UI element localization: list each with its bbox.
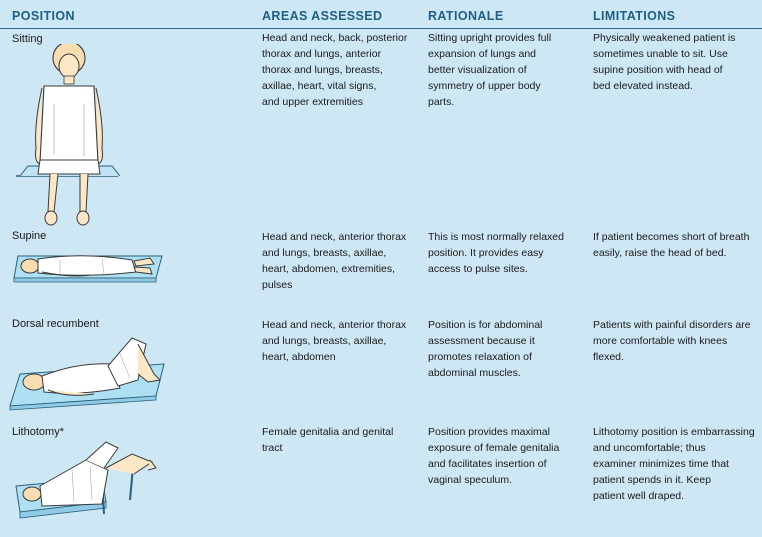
limitations-text: If patient becomes short of breath easil… (593, 231, 750, 259)
table-row: Lithotomy* Female genitalia and genital … (0, 418, 762, 537)
rationale-text: This is most normally relaxed position. … (428, 231, 564, 275)
position-label: Lithotomy* (12, 426, 64, 438)
header-rationale: RATIONALE (428, 9, 504, 23)
rationale-text: Position is for abdominal assessment bec… (428, 319, 543, 379)
areas-assessed-text: Head and neck, back, posterior thorax an… (262, 32, 408, 108)
position-label: Supine (12, 230, 47, 242)
header-position: POSITION (12, 9, 75, 23)
table-row: Supine Head and neck, anterior thorax an… (0, 226, 762, 314)
dorsal-recumbent-figure-illustration (9, 337, 165, 411)
areas-assessed-text: Female genitalia and genital tract (262, 426, 394, 454)
limitations-text: Lithotomy position is embarrassing and u… (593, 426, 755, 502)
table-row: Dorsal recumbent Head and neck, anterior… (0, 314, 762, 418)
rationale-text: Position provides maximal exposure of fe… (428, 426, 560, 486)
limitations-text: Physically weakened patient is sometimes… (593, 32, 736, 92)
areas-assessed-text: Head and neck, anterior thorax and lungs… (262, 319, 407, 363)
header-areas-assessed: AREAS ASSESSED (262, 9, 383, 23)
rationale-text: Sitting upright provides full expansion … (428, 32, 552, 108)
header-limitations: LIMITATIONS (593, 9, 676, 23)
limitations-text: Patients with painful disorders are more… (593, 319, 751, 363)
supine-figure-illustration (13, 255, 163, 283)
table-row: Sitting Head and neck, back, pos (0, 28, 762, 226)
sitting-figure-illustration (16, 44, 121, 226)
table-header: POSITION AREAS ASSESSED RATIONALE LIMITA… (0, 0, 762, 29)
position-label: Sitting (12, 33, 43, 45)
areas-assessed-text: Head and neck, anterior thorax and lungs… (262, 231, 407, 291)
lithotomy-figure-illustration (15, 441, 157, 519)
position-label: Dorsal recumbent (12, 318, 99, 330)
